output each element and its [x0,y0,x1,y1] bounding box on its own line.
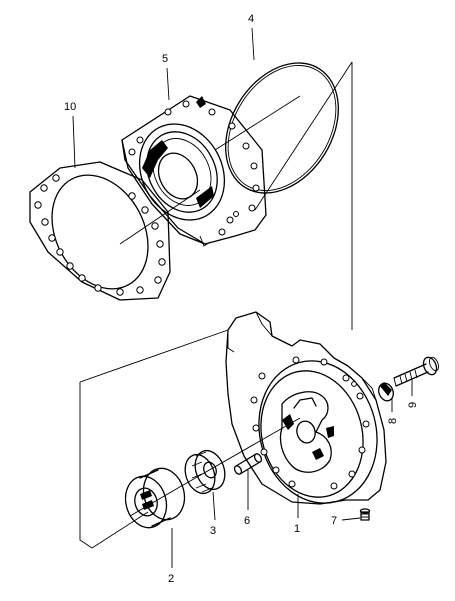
callout-5: 5 [162,53,168,65]
housing-face [258,360,378,504]
callout-2: 2 [168,573,174,585]
part-6-dowel-pin [233,453,263,475]
callout-labels: 4 5 10 2 3 6 1 7 8 9 [64,13,419,585]
part-5-cover-plate [121,95,267,247]
callout-10: 10 [64,101,76,113]
part-4-o-ring [225,62,339,194]
part-1-pump-housing [225,311,387,505]
callout-9: 9 [407,402,419,408]
callout-1: 1 [294,523,300,535]
callout-7: 7 [331,515,337,527]
part-2-drive-coupling [124,467,186,529]
part-7-plug-screw [359,508,371,521]
gear-cavity [279,391,334,473]
bearing-bore [138,123,226,221]
part-8-lock-washer [378,382,394,402]
housing-bolt-holes [250,356,370,490]
leader-lines [72,27,413,568]
part-3-gear [184,449,226,495]
cover-plate-bolt-holes [128,100,260,236]
callout-4: 4 [248,13,254,25]
callout-6: 6 [244,515,250,527]
callout-3: 3 [210,525,216,537]
gasket-bolt-holes [34,174,166,296]
part-9-bolt [393,356,439,387]
shaft-axis-lines [119,95,301,517]
part-10-gasket [29,161,171,301]
callout-8: 8 [387,418,399,424]
assembly-plane-outline [79,61,353,549]
